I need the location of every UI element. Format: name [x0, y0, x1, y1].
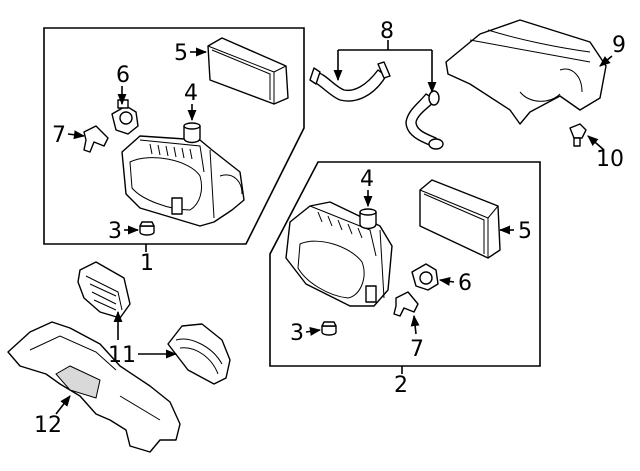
leaders-box-2: [305, 190, 514, 336]
callout-11: 11: [108, 343, 136, 368]
callout-1: 1: [140, 251, 154, 276]
callout-8: 8: [380, 19, 394, 44]
assembly-box-1: [43, 27, 305, 252]
air-filter-2: [419, 179, 501, 259]
callout-10: 10: [596, 147, 624, 172]
callout-3-box2: 3: [290, 321, 304, 346]
bolt-3-box1: [139, 221, 155, 236]
hose-8: [309, 40, 444, 150]
bolt-3-box2: [321, 321, 337, 336]
callout-labels: 1 2 3 3 4 4 5 5 6 6 7 7 8 9 10 11 12: [34, 19, 626, 438]
callout-9: 9: [612, 33, 626, 58]
callout-4-box2: 4: [360, 167, 374, 192]
connector-7-box1: [83, 125, 109, 153]
bracket-12: [7, 321, 181, 453]
grommet-4-box2: [359, 208, 377, 230]
inlet-duct-11a: [77, 261, 131, 319]
callout-6-box2: 6: [458, 271, 472, 296]
grommet-4-box1: [183, 122, 201, 144]
callout-2: 2: [394, 373, 408, 398]
callout-12: 12: [34, 413, 62, 438]
callout-6-box1: 6: [116, 63, 130, 88]
air-cleaner-housing-1: [121, 135, 245, 227]
mass-air-flow-sensor-1: [111, 99, 139, 135]
assembly-box-2: [269, 161, 541, 374]
callout-7-box1: 7: [52, 123, 66, 148]
callout-5-box2: 5: [518, 219, 532, 244]
callout-7-box2: 7: [410, 337, 424, 362]
mass-air-flow-sensor-2: [411, 263, 439, 291]
callout-5-box1: 5: [174, 41, 188, 66]
bolt-10: [569, 123, 605, 151]
callout-3-box1: 3: [108, 219, 122, 244]
callout-4-box1: 4: [184, 81, 198, 106]
engine-cover-9: [445, 19, 613, 125]
leaders-11: [113, 310, 178, 359]
connector-7-box2: [393, 291, 419, 317]
leaders-box-1: [67, 47, 208, 235]
inlet-duct-11b: [167, 323, 231, 385]
air-filter-1: [207, 37, 289, 105]
